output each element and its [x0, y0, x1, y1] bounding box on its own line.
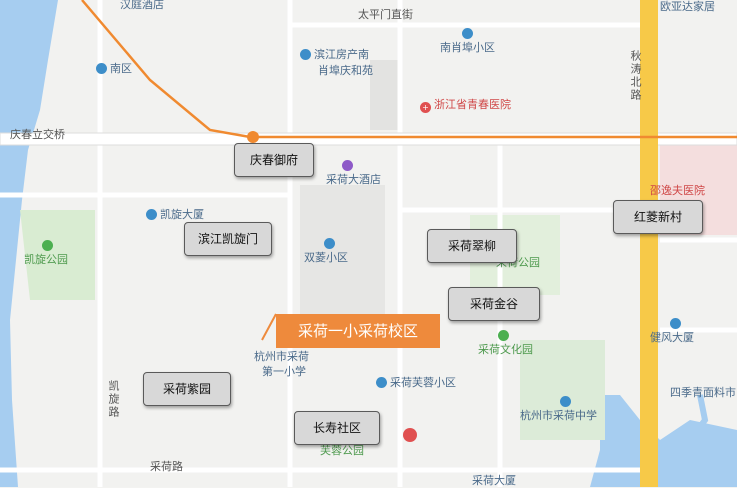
water-canal [686, 394, 709, 458]
poi-caihe-hotel[interactable]: 采荷大酒店 [326, 160, 381, 187]
focus-school-label[interactable]: 采荷一小采荷校区 [276, 314, 440, 348]
poi-nanqu[interactable]: 南区 [96, 62, 132, 76]
poi-kaixuan-park[interactable]: 凯旋公园 [24, 240, 68, 267]
label-changshou[interactable]: 长寿社区 [294, 411, 380, 445]
label-caihe-cuiliu[interactable]: 采荷翠柳 [427, 229, 517, 263]
label-honglin[interactable]: 红菱新村 [613, 200, 703, 234]
building-icon [462, 28, 473, 39]
poi-hanting[interactable]: 汉庭酒店 [120, 0, 164, 11]
park-culture [520, 340, 605, 440]
poi-jianfeng[interactable]: 健风大厦 [650, 318, 694, 345]
building-icon [96, 63, 107, 74]
park-icon [42, 240, 53, 251]
label-binjiang-kaixuanmen[interactable]: 滨江凯旋门 [184, 222, 272, 256]
poi-kaixuan-building[interactable]: 凯旋大厦 [146, 208, 204, 222]
label-qingchun-yufu[interactable]: 庆春御府 [234, 143, 314, 177]
metro-line-1 [81, 0, 737, 139]
water-right [590, 395, 737, 487]
label-caihe-ziyuan[interactable]: 采荷紫园 [143, 372, 231, 406]
poi-shaoyifu[interactable]: 邵逸夫医院 [650, 184, 705, 197]
building-icon [146, 209, 157, 220]
hotel-icon [342, 160, 353, 171]
metro-marker-icon [403, 428, 417, 442]
poi-siji[interactable]: 四季青面料市 [670, 386, 736, 399]
road-label-kaixuan: 凯旋路 [107, 380, 120, 419]
park-kaixuan [20, 210, 95, 300]
focus-pointer [261, 313, 277, 341]
building-icon [300, 49, 311, 60]
poi-caihe-culture[interactable]: 采荷文化园 [478, 330, 533, 357]
poi-hangzhou-primary[interactable]: 杭州市采荷 [254, 350, 309, 363]
poi-park-partial[interactable]: 芙蓉公园 [320, 444, 364, 457]
road-label-qiutao: 秋涛北路 [629, 50, 642, 102]
road-label-qingchun-bridge: 庆春立交桥 [10, 128, 65, 141]
building-icon [670, 318, 681, 329]
label-caihe-jingu[interactable]: 采荷金谷 [448, 287, 540, 321]
road-qingchun [0, 132, 737, 146]
poi-qingchun-hospital[interactable]: +浙江省青春医院 [420, 98, 511, 113]
poi-caihe-building[interactable]: 采荷大厦 [472, 474, 516, 487]
poi-shuangling[interactable]: 双菱小区 [304, 238, 348, 265]
building-icon [376, 377, 387, 388]
poi-binjiang[interactable]: 滨江房产南 [300, 48, 369, 62]
poi-furong[interactable]: 采荷芙蓉小区 [376, 376, 456, 390]
hospital-icon: + [420, 102, 431, 113]
poi-taipingmen[interactable]: 太平门直街 [358, 8, 413, 21]
poi-ouya[interactable]: 欧亚达家居 [660, 0, 715, 13]
park-icon [498, 330, 509, 341]
metro-station-icon [247, 131, 259, 143]
block-b [370, 60, 400, 130]
building-icon [324, 238, 335, 249]
river-left [0, 0, 58, 487]
poi-binjiang-2: 肖埠庆和苑 [318, 64, 373, 77]
school-icon [560, 396, 571, 407]
road-qiutao [640, 0, 658, 487]
poi-nanxiaobu[interactable]: 南肖埠小区 [440, 28, 495, 55]
road-label-caihe: 采荷路 [150, 460, 183, 473]
poi-hangzhou-primary-2: 第一小学 [262, 365, 306, 378]
poi-caihe-middle[interactable]: 杭州市采荷中学 [520, 396, 597, 423]
